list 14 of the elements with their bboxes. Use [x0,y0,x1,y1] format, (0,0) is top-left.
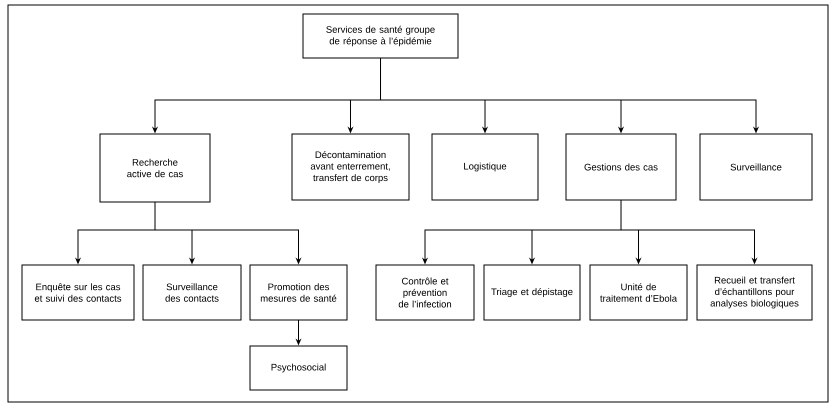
process-box: Unité de traitement d’Ebola [590,264,688,320]
process-box: Services de santé groupe de réponse à l’épidémie [302,14,458,58]
process-box: Contrôle et prévention de l’infection [376,264,474,320]
process-box: Surveillance [700,134,812,200]
process-box: Décontamination avant enterrement, transfert de corps [292,134,410,200]
process-box: Enquête sur les cas et suivi des contacts [22,264,134,320]
process-box: Triage et dépistage [484,264,580,320]
process-box: Logistique [432,134,538,200]
process-box: Promotion des mesures de santé [250,264,348,320]
process-box: Gestions des cas [566,134,676,200]
process-box: Surveillance des contacts [142,264,242,320]
process-box: Psychosocial [250,346,348,390]
process-box: Recherche active de cas [100,134,210,202]
process-box: Recueil et transfert d’échantillons pour analyses biologiques [696,264,812,320]
